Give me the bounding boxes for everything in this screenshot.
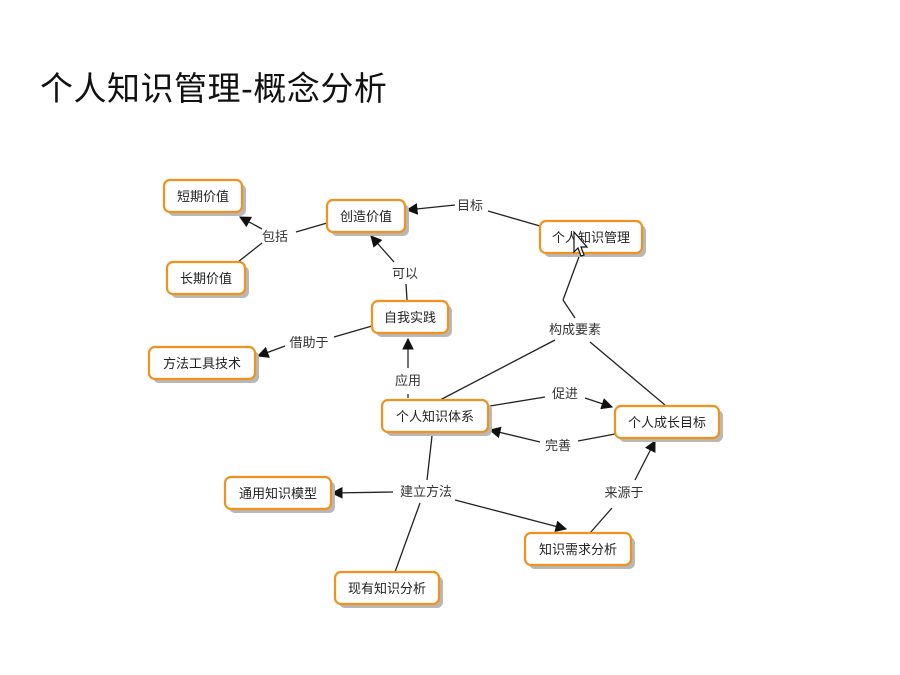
link-build-line-a (426, 435, 433, 481)
link-elements-line-a (562, 253, 581, 301)
link-build-line-b (330, 486, 394, 499)
link-label-elements: 构成要素 (549, 323, 601, 338)
node-knowledge-system[interactable]: 个人知识体系 (380, 398, 492, 436)
link-label-goal: 目标 (457, 199, 483, 214)
node-self-practice-label: 自我实践 (384, 311, 436, 326)
link-bymeans-line-b (256, 345, 286, 358)
link-label-include: 包括 (262, 230, 288, 245)
link-label-promote: 促进 (552, 387, 578, 402)
node-create-value-label: 创造价值 (340, 209, 392, 225)
node-long-value[interactable]: 长期价值 (165, 260, 249, 298)
link-elements-line-b (562, 299, 576, 319)
link-label-perfect: 完善 (545, 438, 571, 454)
node-short-value[interactable]: 短期价值 (162, 178, 246, 216)
link-source-line-b (634, 439, 656, 481)
mouse-cursor-icon (573, 230, 589, 257)
link-can-line-a (405, 283, 408, 301)
link-label-source: 来源于 (604, 486, 643, 501)
node-existing-analysis[interactable]: 现有知识分析 (333, 570, 443, 608)
node-general-model-label: 通用知识模型 (239, 486, 317, 502)
link-source-line-a (589, 507, 613, 534)
node-growth-goal-label: 个人成长目标 (628, 416, 706, 431)
node-method-tools-label: 方法工具技术 (163, 356, 241, 372)
link-include-line-a (295, 222, 328, 233)
node-pkm[interactable]: 个人知识管理 (538, 219, 646, 257)
link-build-line-d (394, 502, 421, 573)
node-need-analysis[interactable]: 知识需求分析 (523, 531, 635, 569)
node-existing-analysis-label: 现有知识分析 (348, 581, 426, 597)
link-label-can: 可以 (392, 267, 418, 282)
link-goal-line-b (405, 203, 456, 215)
link-build-line-c (454, 499, 568, 532)
link-elements-line-d (589, 341, 666, 406)
node-need-analysis-label: 知识需求分析 (539, 542, 617, 558)
page-title: 个人知识管理-概念分析 (40, 69, 388, 108)
link-include-line-b (238, 216, 263, 230)
link-bymeans-line-a (333, 325, 373, 338)
link-label-by-means: 借助于 (289, 336, 328, 351)
node-general-model[interactable]: 通用知识模型 (223, 475, 335, 513)
link-include-line-c (237, 242, 263, 263)
node-short-value-label: 短期价值 (177, 189, 229, 205)
node-knowledge-system-label: 个人知识体系 (396, 409, 474, 425)
node-pkm-label: 个人知识管理 (552, 230, 630, 246)
link-perfect-line-b (488, 426, 541, 443)
link-perfect-line-a (577, 433, 616, 442)
node-method-tools[interactable]: 方法工具技术 (147, 345, 259, 383)
link-promote-line-b (584, 397, 614, 410)
link-label-build-method: 建立方法 (400, 484, 452, 500)
node-create-value[interactable]: 创造价值 (325, 198, 409, 236)
link-can-line-b (370, 235, 395, 263)
node-self-practice[interactable]: 自我实践 (370, 299, 452, 337)
node-long-value-label: 长期价值 (180, 271, 232, 287)
link-goal-line-a (487, 210, 541, 227)
link-label-apply: 应用 (395, 373, 421, 389)
node-growth-goal[interactable]: 个人成长目标 (613, 404, 723, 442)
link-elements-line-c (439, 339, 556, 401)
link-promote-line-a (489, 396, 546, 407)
